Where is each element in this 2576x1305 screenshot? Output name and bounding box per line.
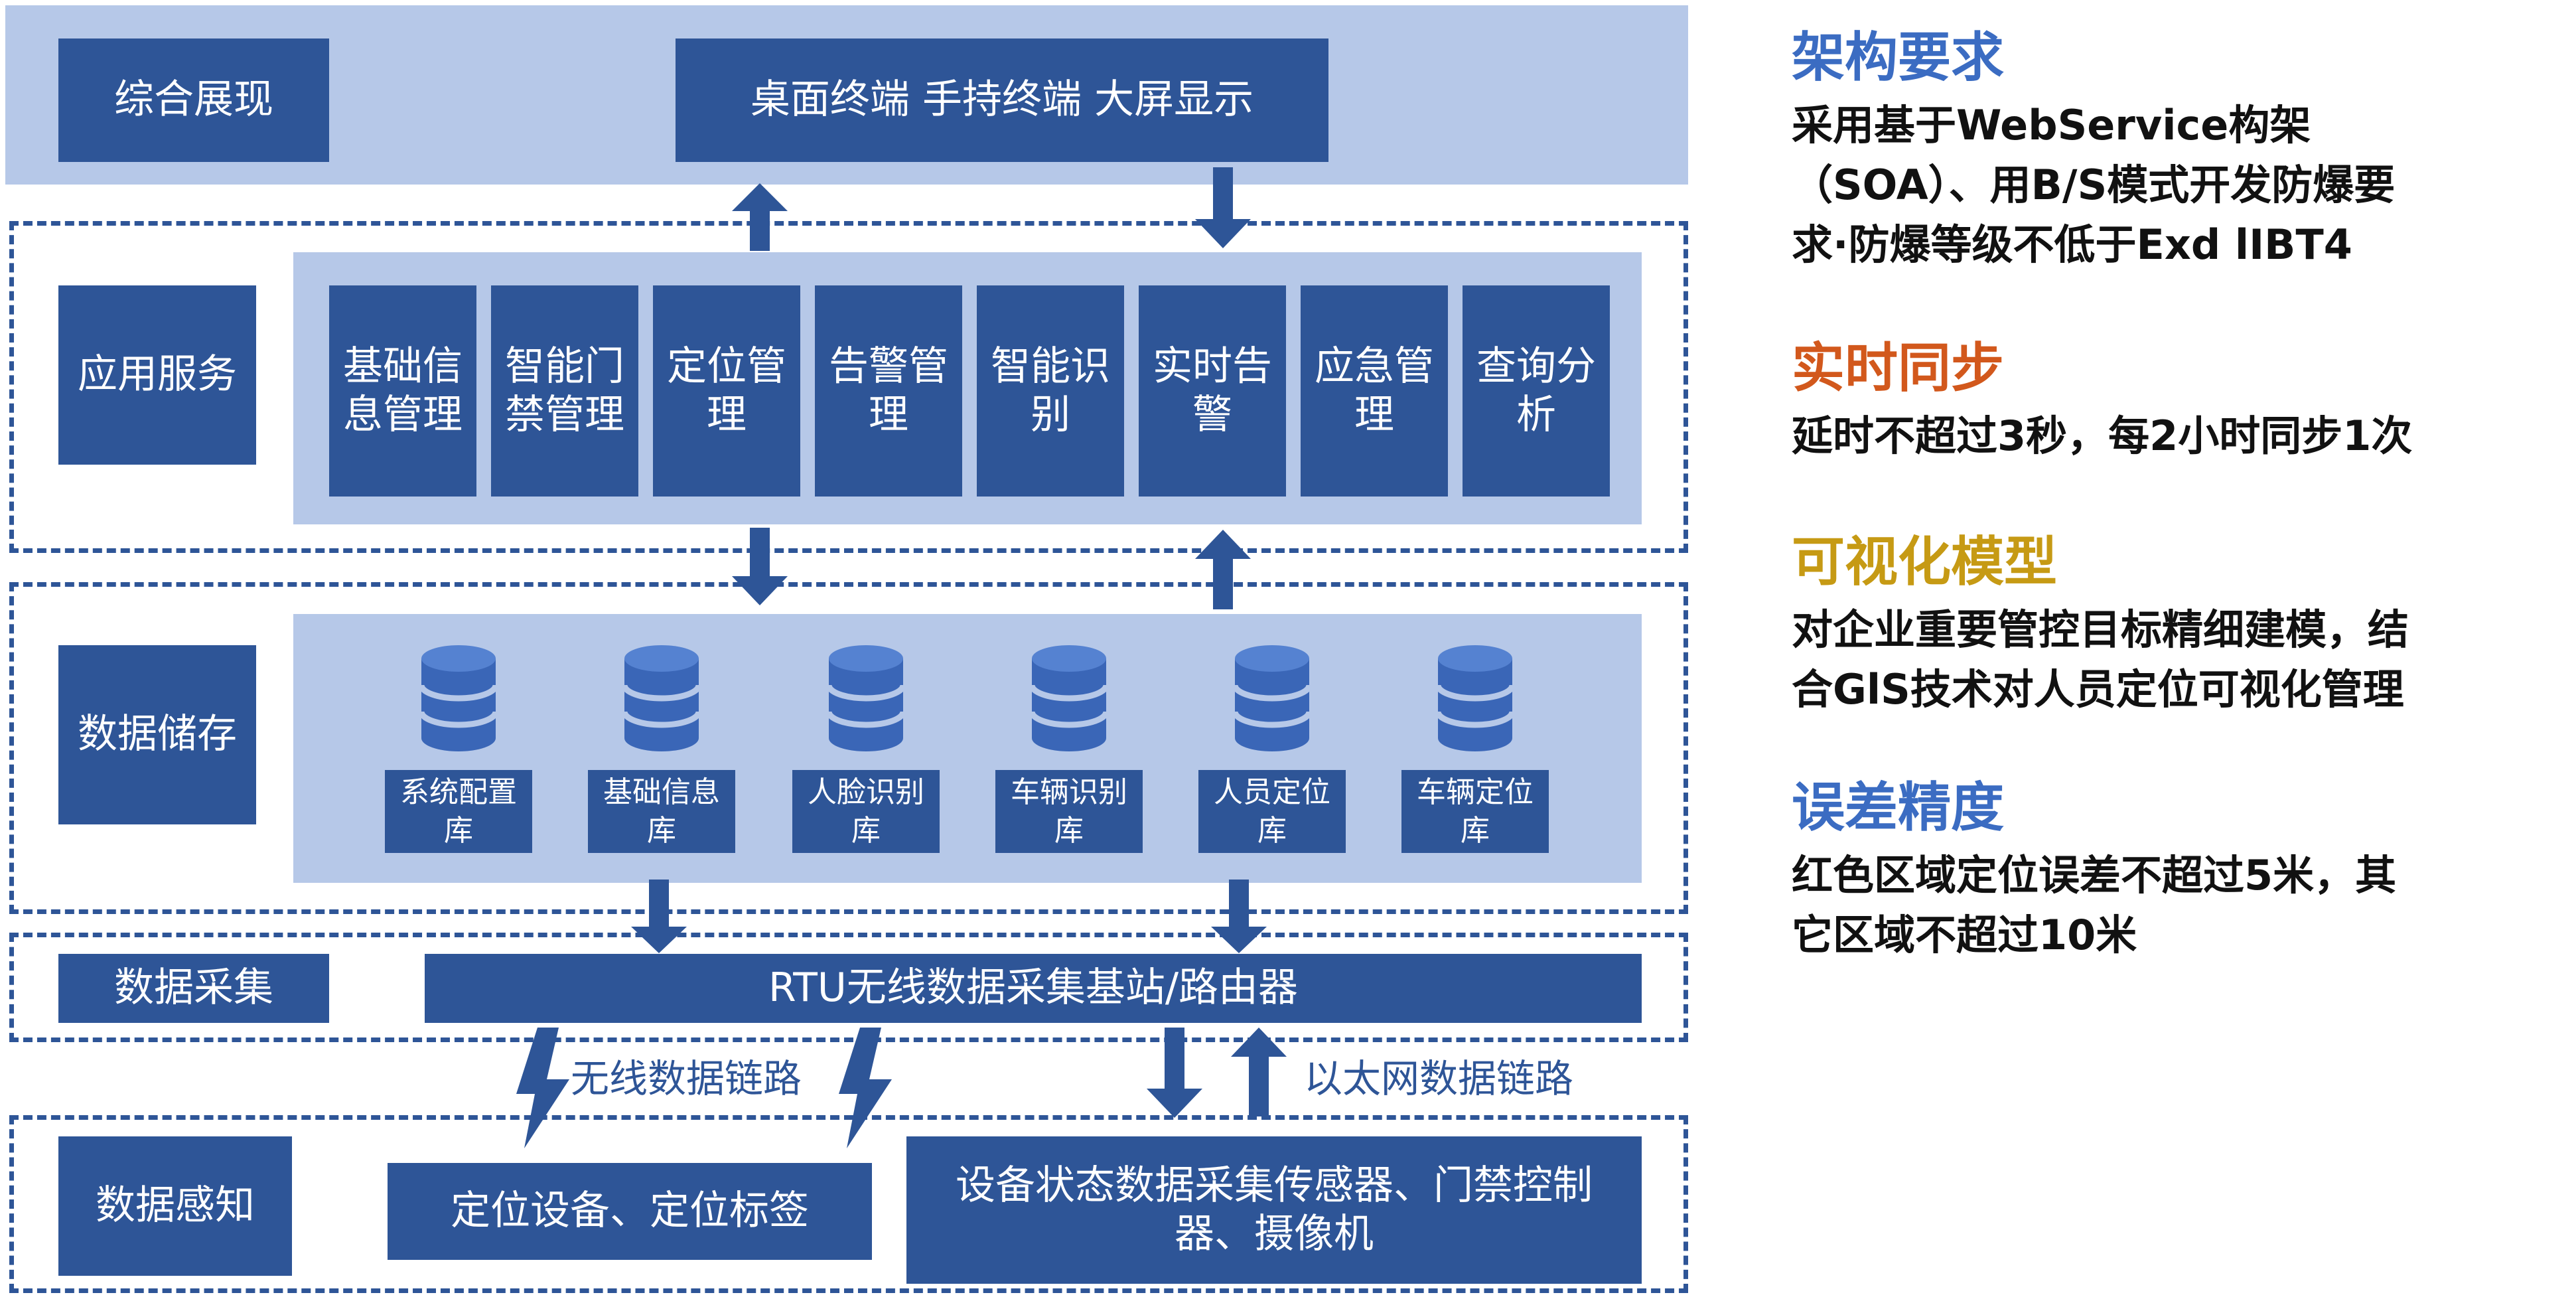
sense-layer-label: 数据感知: [58, 1136, 292, 1276]
arrow-up-icon: [1231, 1028, 1287, 1116]
arrow-down-icon: [631, 880, 687, 953]
requirement-line: 求·防爆等级不低于Exd lIBT4: [1792, 220, 2352, 269]
database-icon: [1235, 645, 1309, 751]
database-icon: [829, 645, 903, 751]
collect-layer-label: 数据采集: [58, 954, 329, 1023]
requirement-accuracy: 误差精度 红色区域定位误差不超过5米，其 它区域不超过10米: [1792, 765, 2396, 965]
arrow-up-icon: [1195, 530, 1251, 609]
service-realtime-alarm: 实时告警: [1139, 285, 1286, 497]
requirement-visual-model: 可视化模型 对企业重要管控目标精细建模，结 合GlS技术对人员定位可视化管理: [1792, 519, 2409, 720]
architecture-diagram: 综合展现 桌面终端 手持终端 大屏显示 应用服务 基础信息管理 智能门禁管理 定…: [0, 5, 1699, 1293]
arrow-down-icon: [1211, 880, 1267, 953]
rtu-gateway-box: RTU无线数据采集基站/路由器: [425, 954, 1642, 1023]
requirements-panel: 架构要求 采用基于WebService构架 （SOA）、用B/S模式开发防爆要 …: [1792, 15, 2568, 1276]
requirement-title: 误差精度: [1792, 777, 2004, 838]
sense-layer-frame: [9, 1115, 1688, 1293]
database-basic-info: 基础信息库: [588, 770, 735, 853]
terminals-box: 桌面终端 手持终端 大屏显示: [676, 38, 1328, 162]
ethernet-link-label: 以太网数据链路: [1304, 1056, 1574, 1101]
database-icon: [1032, 645, 1106, 751]
requirement-line: （SOA）、用B/S模式开发防爆要: [1792, 160, 2396, 209]
app-layer-frame: [9, 221, 1688, 553]
diagram-graphics: [0, 167, 1699, 1148]
requirement-line: 合GlS技术对人员定位可视化管理: [1792, 664, 2404, 714]
sensors-box: 设备状态数据采集传感器、门禁控制器、摄像机: [906, 1136, 1642, 1284]
requirement-title: 架构要求: [1792, 27, 2004, 88]
requirement-line: 延时不超过3秒，每2小时同步1次: [1792, 412, 2413, 460]
database-face: 人脸识别库: [792, 770, 940, 853]
database-system-config: 系统配置库: [385, 770, 532, 853]
app-layer-label: 应用服务: [58, 285, 256, 465]
requirement-realtime-sync: 实时同步 延时不超过3秒，每2小时同步1次: [1792, 325, 2412, 466]
database-icon: [421, 645, 496, 751]
arrow-down-icon: [1147, 1028, 1202, 1118]
service-positioning: 定位管理: [653, 285, 800, 497]
requirement-line: 对企业重要管控目标精细建模，结: [1792, 605, 2409, 654]
wireless-link-label: 无线数据链路: [571, 1056, 802, 1101]
requirement-title: 实时同步: [1792, 337, 2004, 399]
arrow-down-icon: [732, 528, 788, 605]
service-basic-info: 基础信息管理: [329, 285, 476, 497]
service-recognition: 智能识别: [977, 285, 1124, 497]
requirement-line: 采用基于WebService构架: [1792, 101, 2311, 149]
requirement-line: 它区域不超过10米: [1792, 910, 2137, 959]
lightning-icon: [516, 1028, 569, 1148]
database-icon: [1438, 645, 1512, 751]
service-alarm: 告警管理: [815, 285, 962, 497]
collect-layer-frame: [9, 933, 1688, 1042]
database-vehicle-location: 车辆定位库: [1401, 770, 1549, 853]
service-emergency: 应急管理: [1301, 285, 1448, 497]
requirement-line: 红色区域定位误差不超过5米，其: [1792, 851, 2397, 899]
requirement-title: 可视化模型: [1792, 531, 2057, 593]
display-layer-label: 综合展现: [58, 38, 329, 162]
storage-layer-label: 数据储存: [58, 645, 256, 824]
arrow-up-icon: [732, 183, 788, 251]
service-access-control: 智能门禁管理: [491, 285, 638, 497]
service-query: 查询分析: [1463, 285, 1610, 497]
positioning-devices-box: 定位设备、定位标签: [388, 1163, 872, 1260]
storage-layer-frame: [9, 582, 1688, 914]
lightning-icon: [839, 1028, 892, 1148]
database-vehicle-recognition: 车辆识别库: [995, 770, 1143, 853]
arrow-down-icon: [1195, 167, 1251, 248]
database-person-location: 人员定位库: [1198, 770, 1346, 853]
requirement-architecture: 架构要求 采用基于WebService构架 （SOA）、用B/S模式开发防爆要 …: [1792, 15, 2395, 275]
database-icon: [624, 645, 699, 751]
